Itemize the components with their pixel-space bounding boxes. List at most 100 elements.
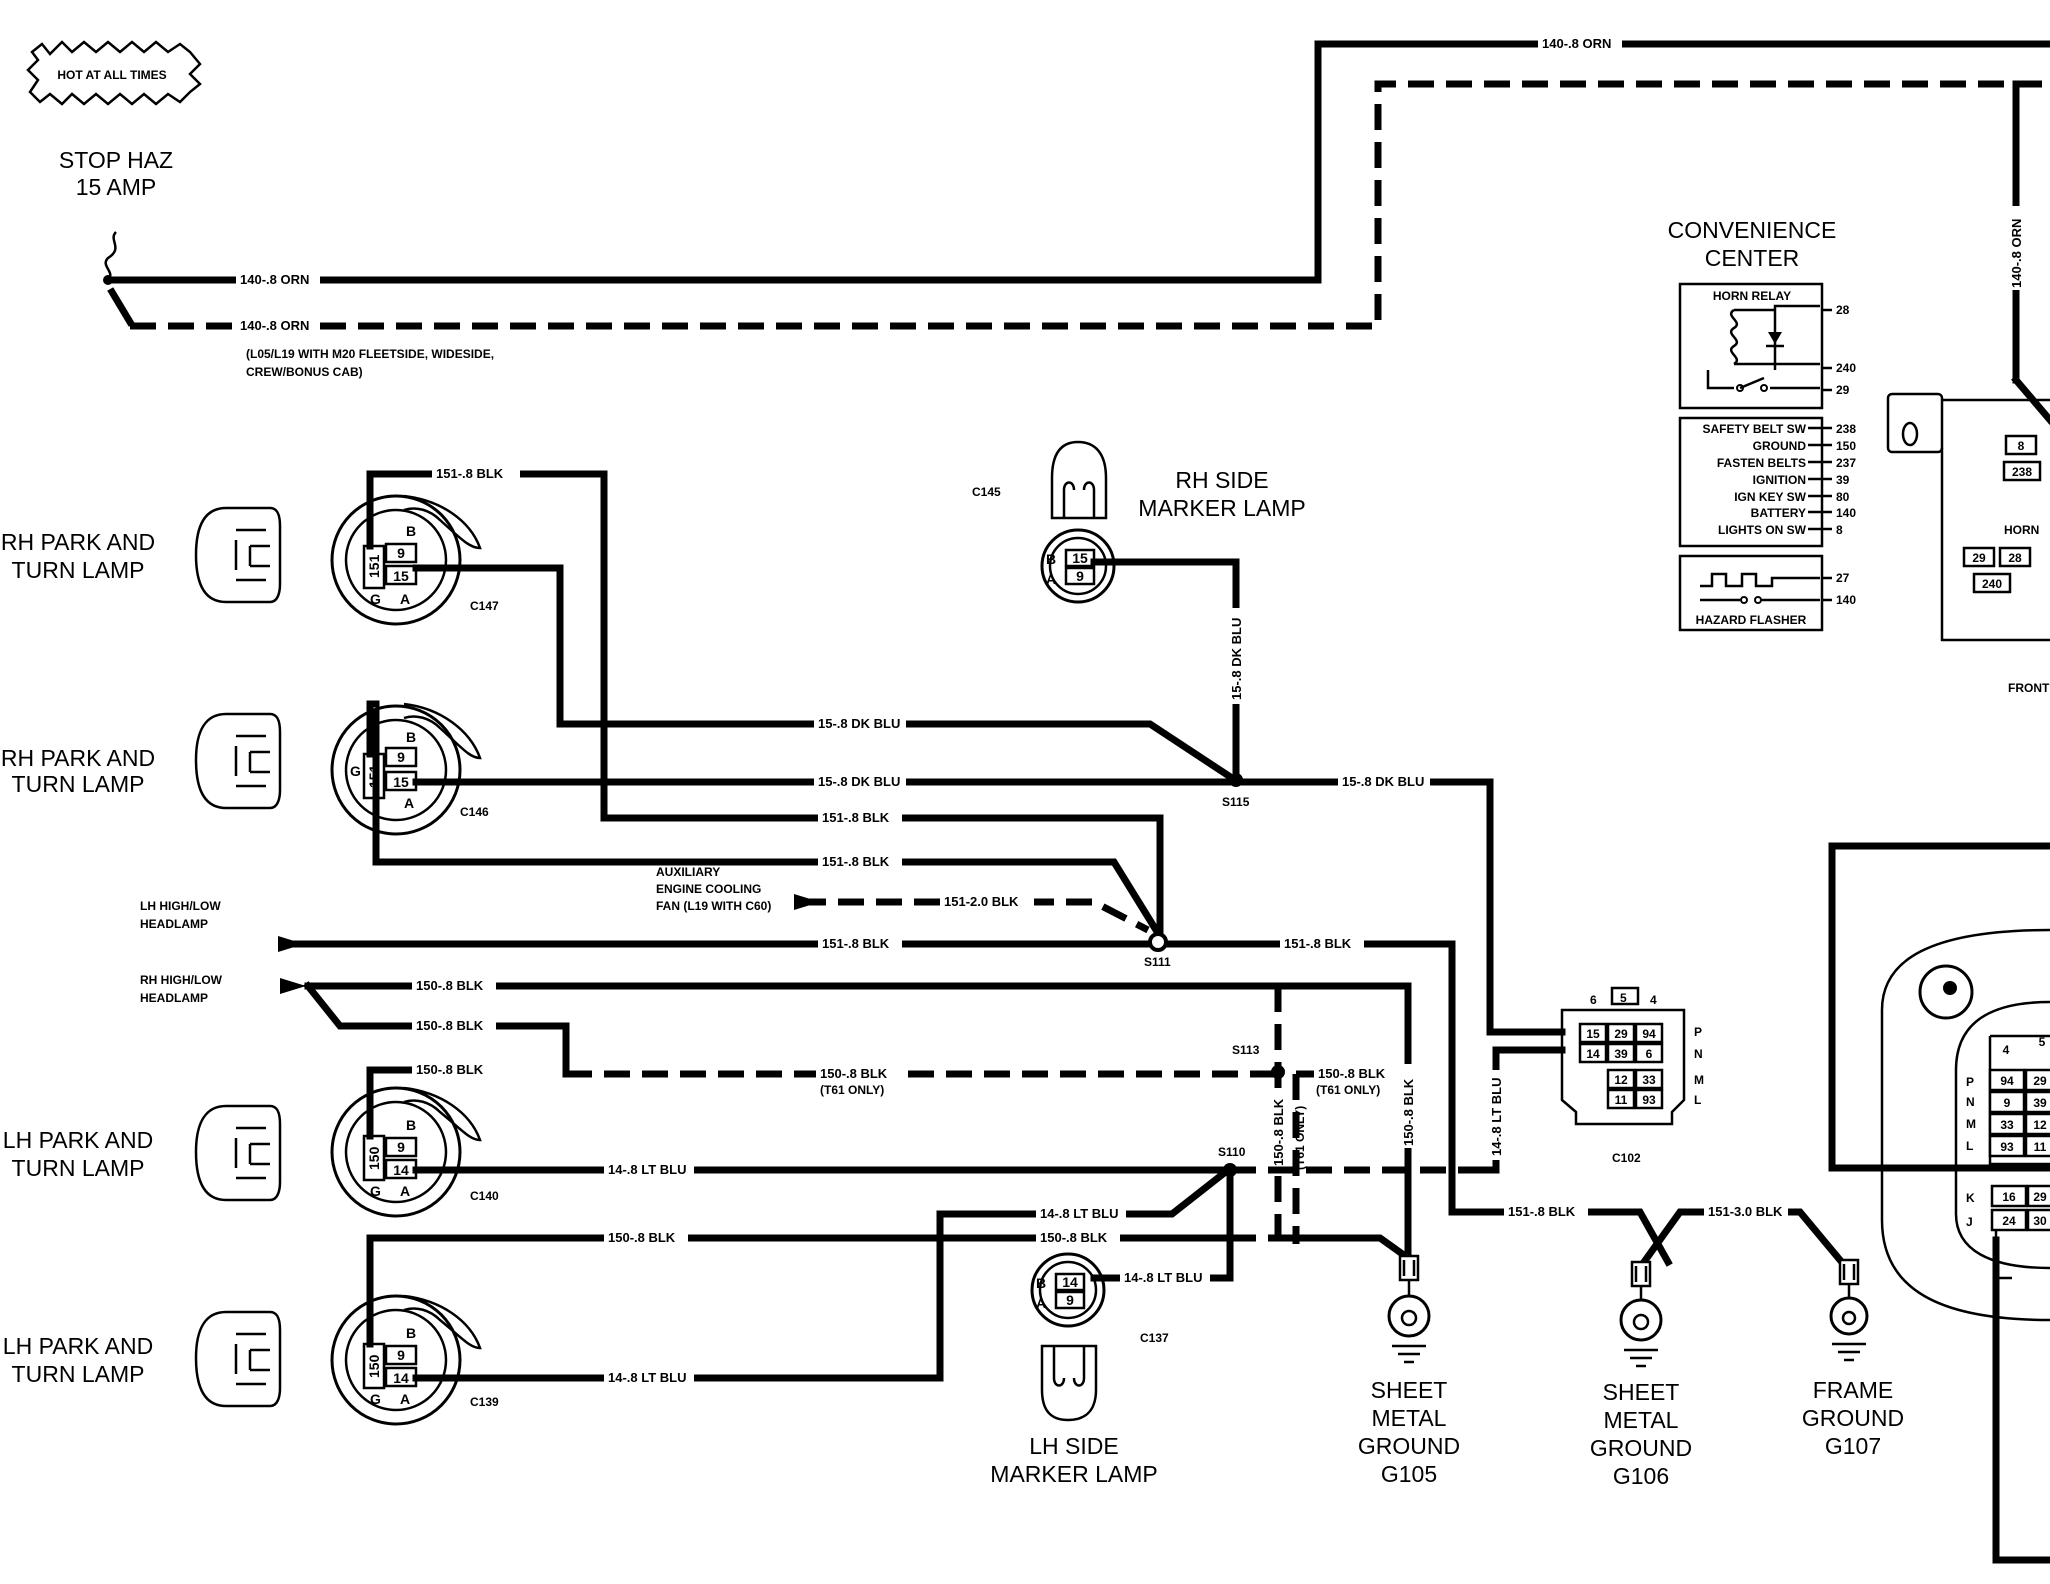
- svg-text:14: 14: [1586, 1047, 1600, 1061]
- connector-c140: 150 9 14 B G A C140: [330, 1086, 499, 1218]
- svg-text:29: 29: [2033, 1074, 2047, 1088]
- horn-relay: HORN RELAY 28 240 29: [1678, 282, 1856, 410]
- svg-text:P: P: [1966, 1075, 1974, 1089]
- svg-text:29: 29: [2033, 1190, 2047, 1204]
- wire-label: 150-.8 BLK: [1271, 1098, 1286, 1166]
- convenience-center-title: CENTER: [1705, 245, 1800, 271]
- svg-text:93: 93: [1642, 1093, 1656, 1107]
- wire-label: 14-.8 LT BLU: [1489, 1078, 1504, 1157]
- front-label: FRONT: [2008, 681, 2050, 695]
- svg-text:5: 5: [1620, 991, 1627, 1005]
- g105-label: SHEET: [1371, 1377, 1448, 1403]
- svg-text:METAL: METAL: [1372, 1405, 1447, 1431]
- svg-text:(T61 ONLY): (T61 ONLY): [1316, 1083, 1380, 1097]
- fuse-block-partial: 8 238 HORN 29 28 240 FRONT: [1886, 392, 2050, 695]
- svg-text:237: 237: [1836, 456, 1856, 470]
- svg-text:FASTEN BELTS: FASTEN BELTS: [1717, 456, 1806, 470]
- svg-text:140: 140: [1836, 506, 1856, 520]
- ground-g107-icon: [1829, 1258, 1869, 1362]
- svg-text:24: 24: [2002, 1214, 2016, 1228]
- wire-140-dashed: [130, 80, 2050, 330]
- svg-text:14: 14: [393, 1162, 409, 1178]
- svg-text:15: 15: [1072, 550, 1088, 566]
- svg-text:94: 94: [1642, 1027, 1656, 1041]
- svg-text:GROUND: GROUND: [1358, 1433, 1460, 1459]
- rh-park-turn-lamp-2-icon: [194, 712, 282, 810]
- svg-text:240: 240: [1982, 577, 2002, 591]
- fuse-rating: 15 AMP: [76, 174, 157, 200]
- svg-text:LIGHTS ON SW: LIGHTS ON SW: [1718, 523, 1807, 537]
- svg-text:A: A: [400, 1183, 410, 1199]
- svg-text:15: 15: [393, 568, 409, 584]
- svg-text:15: 15: [1586, 1027, 1600, 1041]
- svg-text:140: 140: [1836, 593, 1856, 607]
- svg-text:P: P: [1694, 1025, 1702, 1039]
- wire-label: 150-.8 BLK: [1040, 1230, 1108, 1245]
- wire-label: 150-.8 BLK: [416, 1018, 484, 1033]
- wire-140-solid: [104, 40, 2050, 284]
- fuse-branch: [107, 287, 135, 327]
- c102-label: C102: [1612, 1151, 1641, 1165]
- svg-text:TURN LAMP: TURN LAMP: [12, 771, 145, 797]
- svg-text:A: A: [400, 1391, 410, 1407]
- g107-label: FRAME: [1813, 1377, 1894, 1403]
- svg-text:FAN (L19 WITH C60): FAN (L19 WITH C60): [656, 899, 771, 913]
- svg-text:IGN KEY SW: IGN KEY SW: [1734, 490, 1806, 504]
- svg-text:39: 39: [2033, 1096, 2047, 1110]
- svg-text:33: 33: [2000, 1118, 2014, 1132]
- wire-151-c147: [366, 470, 1164, 940]
- ground-g106-icon: [1619, 1260, 1663, 1368]
- g106-label: SHEET: [1603, 1379, 1680, 1405]
- svg-text:G: G: [370, 1183, 381, 1199]
- svg-text:6: 6: [1590, 993, 1597, 1007]
- svg-text:9: 9: [397, 749, 405, 765]
- wire-label: 14-.8 LT BLU: [1124, 1270, 1203, 1285]
- svg-text:ENGINE COOLING: ENGINE COOLING: [656, 882, 761, 896]
- svg-text:L: L: [1694, 1093, 1701, 1107]
- svg-text:A: A: [400, 591, 410, 607]
- svg-text:G: G: [350, 763, 361, 779]
- c145-label: C145: [972, 485, 1001, 499]
- ground-g105-icon: [1387, 1254, 1431, 1364]
- c140-label: C140: [470, 1189, 499, 1203]
- hazard-flasher: 27 140 HAZARD FLASHER: [1678, 554, 1856, 632]
- wire-label: 150-.8 BLK: [1401, 1078, 1416, 1146]
- wire-label: 140-.8 ORN: [1542, 36, 1611, 51]
- svg-text:15: 15: [393, 774, 409, 790]
- svg-text:5: 5: [2039, 1035, 2046, 1049]
- connector-c146: 151 9 15 B G A C146: [330, 702, 489, 836]
- svg-text:28: 28: [1836, 303, 1850, 317]
- wire-label: 150-.8 BLK: [416, 978, 484, 993]
- svg-text:9: 9: [397, 1347, 405, 1363]
- svg-text:39: 39: [1614, 1047, 1628, 1061]
- svg-text:MARKER LAMP: MARKER LAMP: [1138, 495, 1305, 521]
- lh-side-marker-lamp-icon: 14 9 B A: [1030, 1252, 1106, 1422]
- svg-text:80: 80: [1836, 490, 1850, 504]
- fuse-name: STOP HAZ: [59, 147, 173, 173]
- svg-text:M: M: [1966, 1117, 1976, 1131]
- svg-text:METAL: METAL: [1604, 1407, 1679, 1433]
- svg-text:L: L: [1966, 1139, 1973, 1153]
- svg-text:29: 29: [1972, 551, 1986, 565]
- safety-belt-module: SAFETY BELT SW GROUND FASTEN BELTS IGNIT…: [1678, 416, 1856, 548]
- svg-text:27: 27: [1836, 571, 1850, 585]
- wire-label: 140-.8 ORN: [240, 272, 309, 287]
- svg-text:93: 93: [2000, 1140, 2014, 1154]
- svg-text:GROUND: GROUND: [1590, 1435, 1692, 1461]
- wire-label: 15-.8 DK BLU: [818, 716, 900, 731]
- svg-text:29: 29: [1614, 1027, 1628, 1041]
- lh-park-turn-lamp-2-label: LH PARK AND: [3, 1333, 153, 1359]
- wire-label: 150-.8 BLK: [608, 1230, 676, 1245]
- svg-text:GROUND: GROUND: [1802, 1405, 1904, 1431]
- svg-text:TURN LAMP: TURN LAMP: [12, 1361, 145, 1387]
- arrow-rh-headlamp: [280, 978, 306, 994]
- wire-label: 14-.8 LT BLU: [1040, 1206, 1119, 1221]
- wire-14-to-c102: [1466, 1046, 1566, 1174]
- svg-text:M: M: [1694, 1073, 1704, 1087]
- svg-text:N: N: [1966, 1095, 1975, 1109]
- svg-text:39: 39: [1836, 473, 1850, 487]
- svg-text:BATTERY: BATTERY: [1751, 506, 1806, 520]
- rh-side-marker-lamp-icon: 15 9 B A: [1040, 440, 1116, 604]
- svg-text:8: 8: [1836, 523, 1843, 537]
- svg-text:240: 240: [1836, 361, 1856, 375]
